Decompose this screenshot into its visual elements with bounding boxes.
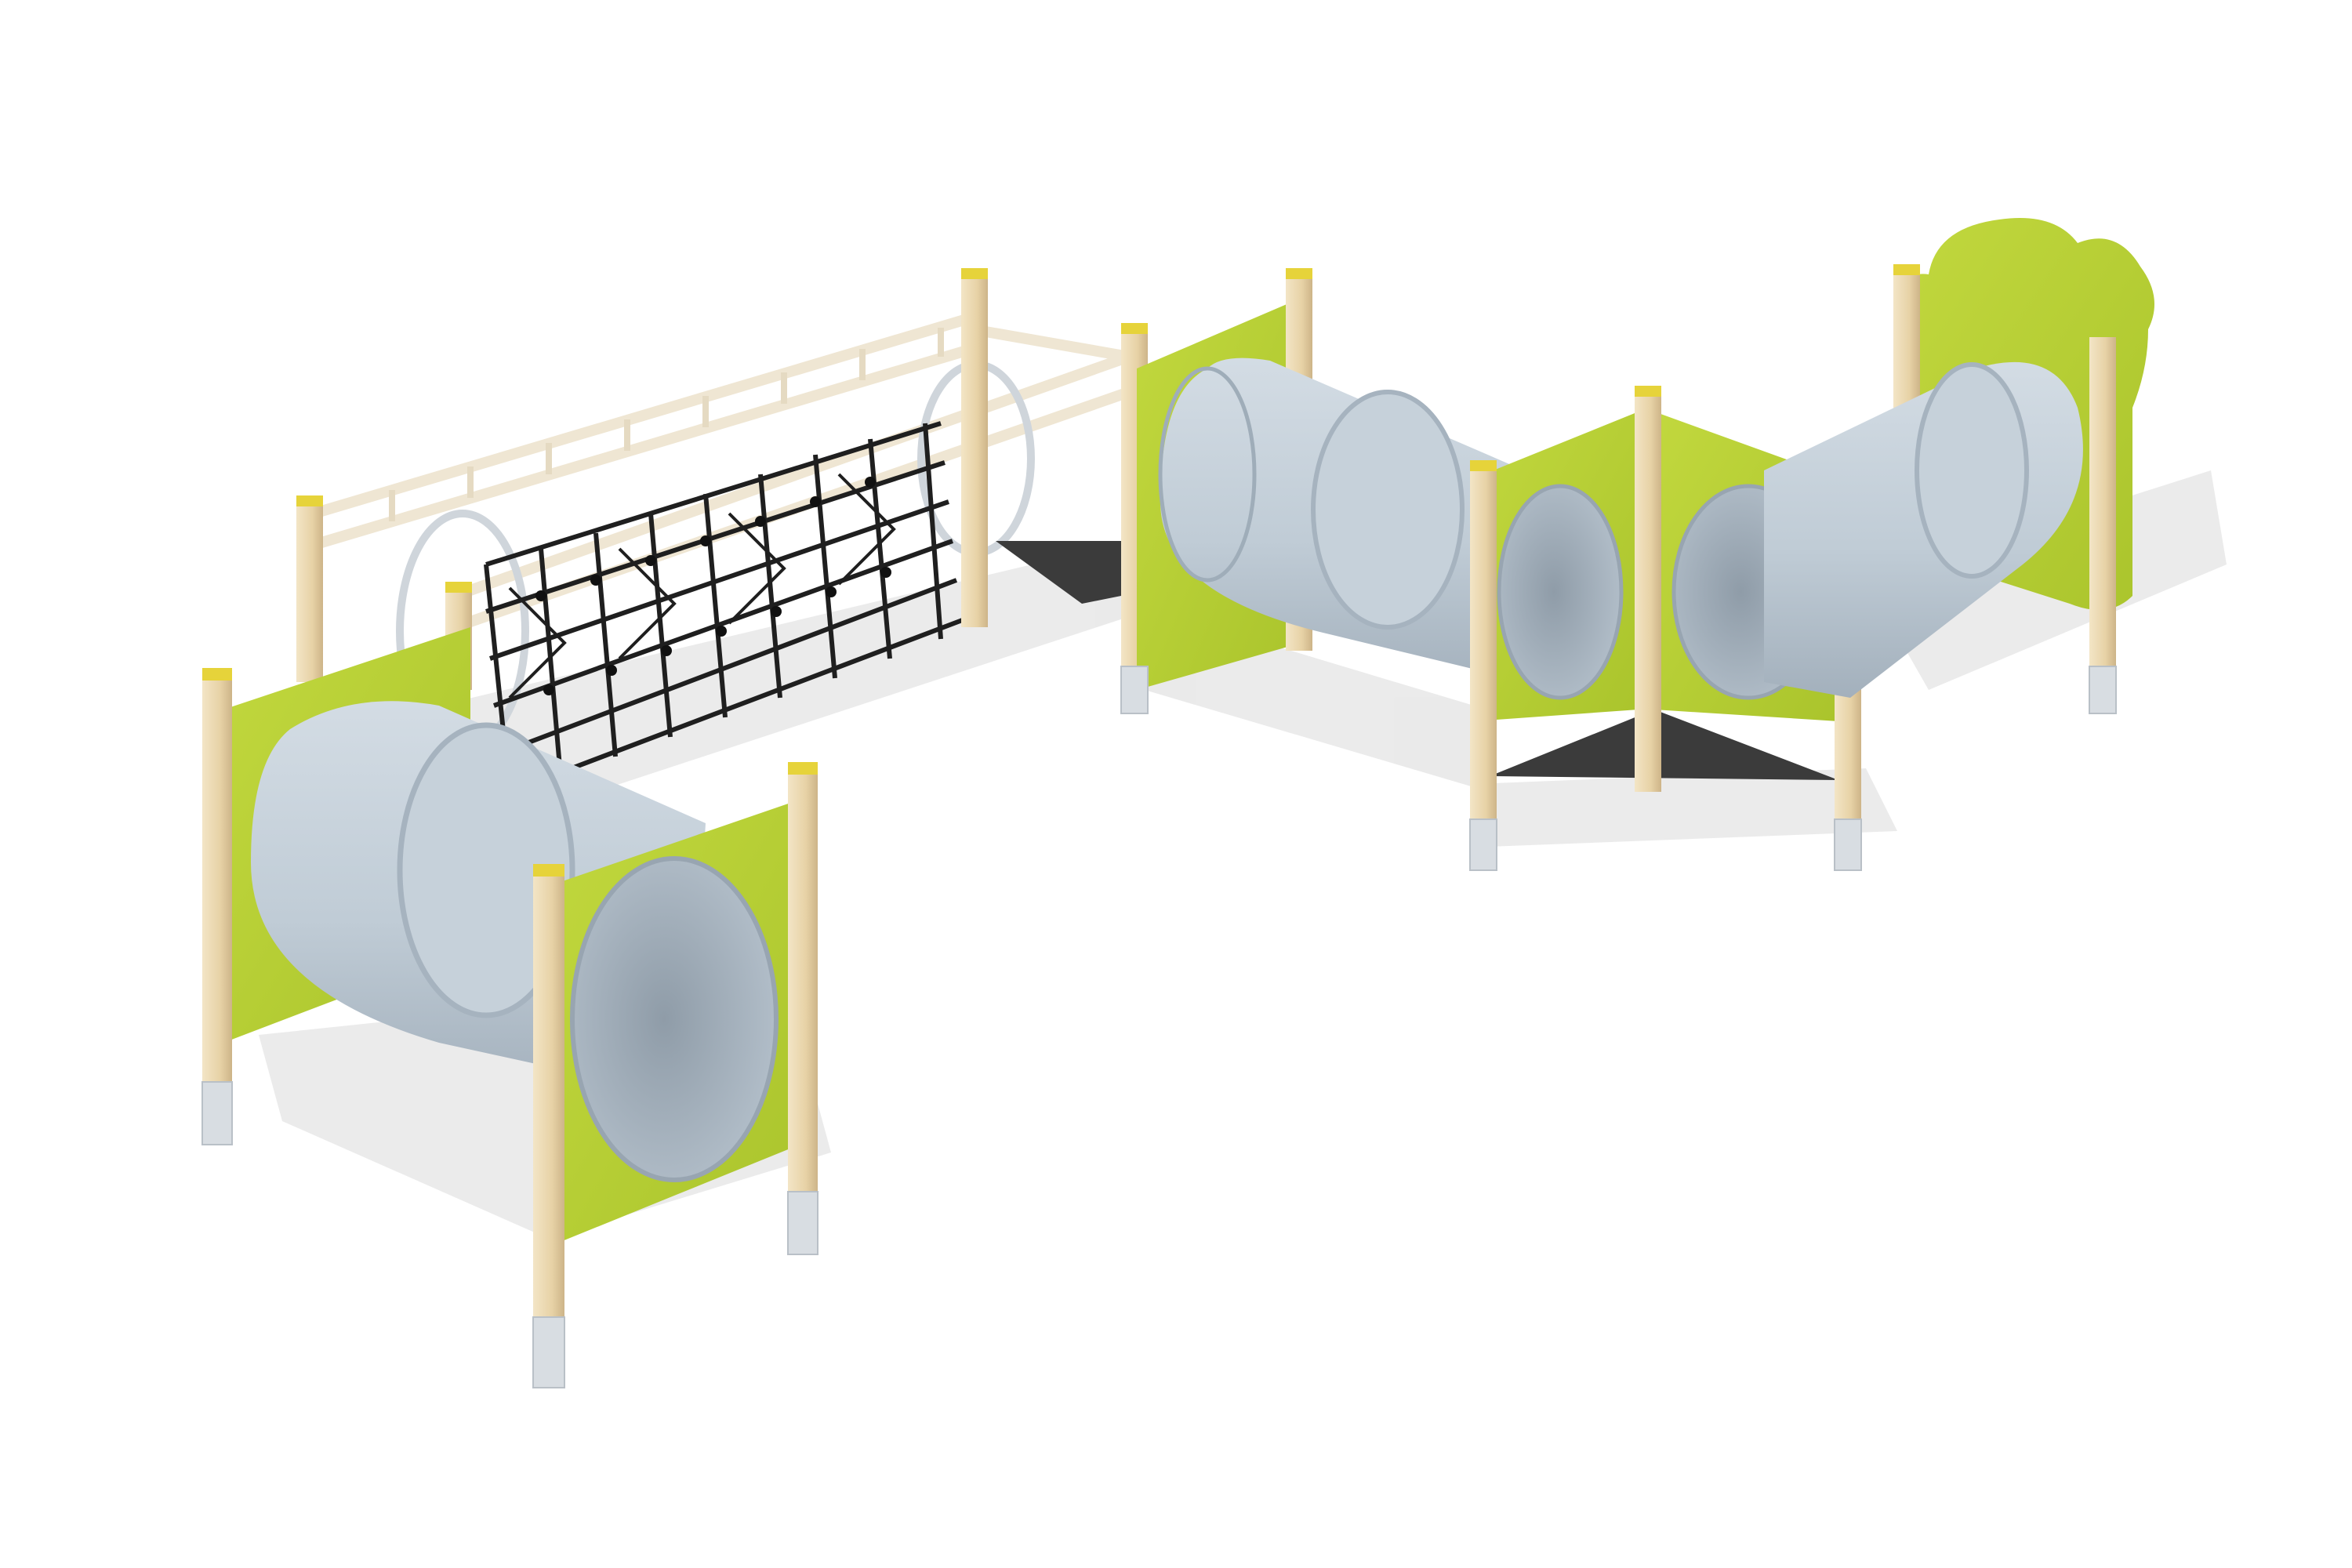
deck-small xyxy=(996,541,1121,604)
post-anchors xyxy=(201,666,2117,1388)
deck-corner xyxy=(1490,710,1838,780)
tube-opening-front xyxy=(570,856,779,1182)
climbing-net xyxy=(484,421,966,794)
tube-right xyxy=(1764,218,2154,713)
tube-middle xyxy=(1137,268,1560,690)
net-knots xyxy=(535,477,891,695)
tube-front-left xyxy=(202,627,818,1380)
rail-spindles xyxy=(389,328,944,521)
tube-opening-junction-left xyxy=(1497,484,1624,700)
